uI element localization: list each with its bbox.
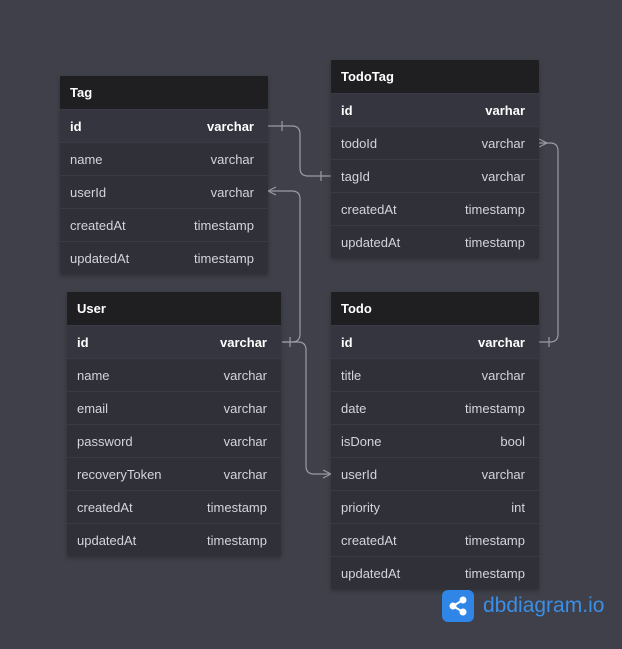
column-name: isDone — [341, 434, 382, 449]
column-row[interactable]: name varchar — [67, 358, 281, 391]
column-type: varchar — [481, 368, 525, 383]
column-type: varchar — [223, 434, 267, 449]
column-row[interactable]: id varchar — [331, 325, 539, 358]
column-row[interactable]: createdAt timestamp — [331, 523, 539, 556]
table-todotag-header[interactable]: TodoTag — [331, 60, 539, 93]
column-row[interactable]: updatedAt timestamp — [331, 225, 539, 258]
column-row[interactable]: id varchar — [67, 325, 281, 358]
column-row[interactable]: userId varchar — [331, 457, 539, 490]
table-todo[interactable]: Todo id varchar title varchar date times… — [331, 292, 539, 589]
column-row[interactable]: name varchar — [60, 142, 268, 175]
brand-name-main: dbdiagram — [483, 594, 583, 617]
column-name: updatedAt — [77, 533, 137, 548]
column-row[interactable]: email varchar — [67, 391, 281, 424]
brand-name: dbdiagram.io — [483, 594, 604, 618]
column-row[interactable]: userId varchar — [60, 175, 268, 208]
column-row[interactable]: updatedAt timestamp — [67, 523, 281, 556]
column-name: priority — [341, 500, 381, 515]
column-type: timestamp — [465, 202, 525, 217]
column-name: userId — [341, 467, 378, 482]
column-type: varchar — [223, 401, 267, 416]
column-row[interactable]: recoveryToken varchar — [67, 457, 281, 490]
column-name: updatedAt — [341, 235, 401, 250]
column-row[interactable]: updatedAt timestamp — [60, 241, 268, 274]
column-row[interactable]: createdAt timestamp — [67, 490, 281, 523]
table-user[interactable]: User id varchar name varchar email varch… — [67, 292, 281, 556]
share-nodes-icon — [442, 590, 474, 622]
column-type: timestamp — [465, 533, 525, 548]
column-name: id — [341, 103, 353, 118]
column-name: name — [70, 152, 103, 167]
link-todotag-todo[interactable] — [538, 138, 559, 347]
column-type: timestamp — [465, 566, 525, 581]
column-name: todoId — [341, 136, 378, 151]
column-type: varchar — [207, 119, 254, 134]
column-row[interactable]: createdAt timestamp — [60, 208, 268, 241]
table-todotag[interactable]: TodoTag id varhar todoId varchar tagId v… — [331, 60, 539, 258]
table-tag-header[interactable]: Tag — [60, 76, 268, 109]
link-tag-todotag[interactable] — [268, 121, 331, 181]
column-name: createdAt — [70, 218, 126, 233]
column-name: password — [77, 434, 133, 449]
column-type: varchar — [220, 335, 267, 350]
link-user-todo[interactable] — [282, 341, 333, 479]
column-name: email — [77, 401, 109, 416]
column-row[interactable]: title varchar — [331, 358, 539, 391]
column-name: recoveryToken — [77, 467, 162, 482]
column-row[interactable]: isDone bool — [331, 424, 539, 457]
column-name: updatedAt — [341, 566, 401, 581]
column-row[interactable]: updatedAt timestamp — [331, 556, 539, 589]
column-row[interactable]: todoId varchar — [331, 126, 539, 159]
column-name: id — [70, 119, 82, 134]
column-name: name — [77, 368, 110, 383]
column-type: varchar — [478, 335, 525, 350]
column-name: title — [341, 368, 362, 383]
column-type: timestamp — [207, 500, 267, 515]
column-row[interactable]: priority int — [331, 490, 539, 523]
column-type: varchar — [223, 467, 267, 482]
column-name: id — [341, 335, 353, 350]
column-type: varchar — [223, 368, 267, 383]
column-name: updatedAt — [70, 251, 130, 266]
column-type: timestamp — [465, 235, 525, 250]
table-todo-header[interactable]: Todo — [331, 292, 539, 325]
column-name: id — [77, 335, 89, 350]
column-name: date — [341, 401, 367, 416]
column-name: userId — [70, 185, 107, 200]
column-row[interactable]: id varhar — [331, 93, 539, 126]
table-tag[interactable]: Tag id varchar name varchar userId varch… — [60, 76, 268, 274]
column-type: timestamp — [465, 401, 525, 416]
brand-logo[interactable]: dbdiagram.io — [442, 590, 604, 622]
column-row[interactable]: id varchar — [60, 109, 268, 142]
column-row[interactable]: tagId varchar — [331, 159, 539, 192]
column-row[interactable]: createdAt timestamp — [331, 192, 539, 225]
column-type: timestamp — [194, 251, 254, 266]
column-type: varchar — [210, 185, 254, 200]
brand-name-suffix: .io — [582, 594, 605, 617]
column-type: int — [511, 500, 525, 515]
column-type: timestamp — [207, 533, 267, 548]
column-type: varchar — [481, 169, 525, 184]
column-type: timestamp — [194, 218, 254, 233]
column-type: varchar — [481, 136, 525, 151]
column-type: varchar — [210, 152, 254, 167]
column-name: createdAt — [77, 500, 133, 515]
column-row[interactable]: password varchar — [67, 424, 281, 457]
column-name: tagId — [341, 169, 370, 184]
column-type: varchar — [481, 467, 525, 482]
column-type: bool — [500, 434, 525, 449]
column-type: varhar — [485, 103, 525, 118]
table-user-header[interactable]: User — [67, 292, 281, 325]
column-name: createdAt — [341, 202, 397, 217]
column-row[interactable]: date timestamp — [331, 391, 539, 424]
column-name: createdAt — [341, 533, 397, 548]
